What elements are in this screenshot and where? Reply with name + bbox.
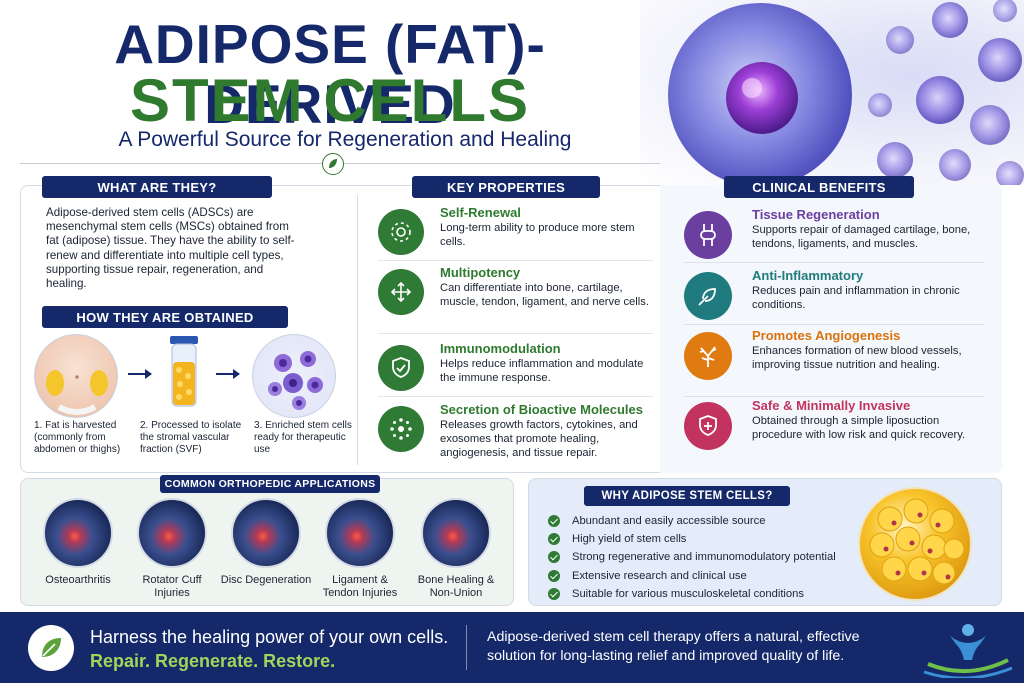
shoulder-image [137,498,207,568]
title-line-1: ADIPOSE (FAT)-DERIVED [114,13,546,135]
footer-slogan: Repair. Regenerate. Restore. [90,651,336,671]
benefit-text: Supports repair of damaged cartilage, bo… [752,224,971,250]
ankle-image [325,498,395,568]
row-divider [378,333,653,334]
stem-cell-illustration [640,0,1024,185]
what-text: Adipose-derived stem cells (ADSCs) are m… [46,206,295,291]
stem-cells-image [252,334,336,418]
application-label: Rotator Cuff Injuries [142,574,202,599]
property-secretion: Secretion of Bioactive Molecules Release… [378,402,658,460]
benefit-tissue-regeneration: Tissue Regeneration Supports repair of d… [684,207,994,265]
property-title: Secretion of Bioactive Molecules [440,402,644,417]
footer-tagline: Harness the healing power of your own ce… [90,627,449,647]
joint-icon [684,211,732,259]
application-label: Disc Degeneration [220,574,312,586]
vessel-icon [684,332,732,380]
benefit-title: Tissue Regeneration [752,207,880,222]
application-bone-healing: Bone Healing & Non-Union [410,498,502,600]
benefit-safe: Safe & Minimally Invasive Obtained throu… [684,398,994,456]
benefit-title: Promotes Angiogenesis [752,328,901,343]
property-self-renewal: Self-Renewal Long-term ability to produc… [378,205,658,263]
property-text: Releases growth factors, cytokines, and … [440,419,638,459]
property-multipotency: Multipotency Can differentiate into bone… [378,265,658,323]
application-rotator-cuff: Rotator Cuff Injuries [126,498,218,600]
knee-image [43,498,113,568]
fat-cells-image [858,487,972,601]
why-item: Suitable for various musculoskeletal con… [548,587,804,601]
shield-plus-icon [684,402,732,450]
check-icon [548,515,560,527]
application-label: Bone Healing & Non-Union [417,574,495,599]
branch-arrows-icon [378,269,424,315]
why-item: High yield of stem cells [548,532,686,546]
property-text: Long-term ability to produce more stem c… [440,222,635,248]
application-osteoarthritis: Osteoarthritis [32,498,124,587]
application-ligament: Ligament & Tendon Injuries [314,498,406,600]
title-line-2: STEM CELLS [129,67,530,134]
subtitle: A Powerful Source for Regeneration and H… [118,128,572,151]
spine-image [231,498,301,568]
row-divider [378,260,653,261]
leaf-hand-icon [684,272,732,320]
footer-text: Adipose-derived stem cell therapy offers… [487,629,860,664]
benefit-text: Reduces pain and inflammation in chronic… [752,285,960,311]
property-immunomodulation: Immunomodulation Helps reduce inflammati… [378,341,658,399]
bone-image [421,498,491,568]
leaf-logo-icon [28,625,74,671]
row-divider [378,396,653,397]
abdomen-image [34,334,118,418]
why-item: Abundant and easily accessible source [548,514,765,528]
leaf-icon [322,153,344,175]
properties-heading: KEY PROPERTIES [412,176,600,198]
arrow-icon [216,369,240,379]
test-tube-image [164,334,204,410]
person-logo-icon [920,620,1016,680]
property-text: Can differentiate into bone, cartilage, … [440,282,649,308]
what-heading: WHAT ARE THEY? [42,176,272,198]
application-disc: Disc Degeneration [220,498,312,587]
property-text: Helps reduce inflammation and modulate t… [440,358,644,384]
benefit-text: Enhances formation of new blood vessels,… [752,345,962,371]
applications-heading: COMMON ORTHOPEDIC APPLICATIONS [160,475,380,493]
property-title: Immunomodulation [440,341,561,356]
benefit-angiogenesis: Promotes Angiogenesis Enhances formation… [684,328,994,386]
footer-divider [466,625,467,670]
property-title: Multipotency [440,265,521,280]
cycle-icon [378,209,424,255]
benefit-title: Safe & Minimally Invasive [752,398,911,413]
check-icon [548,588,560,600]
step-3-label: 3. Enriched stem cells ready for therape… [254,420,352,455]
row-divider [684,396,984,397]
benefit-title: Anti-Inflammatory [752,268,864,283]
check-icon [548,570,560,582]
why-item: Extensive research and clinical use [548,569,747,583]
footer [0,612,1024,683]
molecules-icon [378,406,424,452]
arrow-icon [128,369,152,379]
step-1-label: 1. Fat is harvested (commonly from abdom… [34,420,121,455]
row-divider [684,324,984,325]
obtained-heading: HOW THEY ARE OBTAINED [42,306,288,328]
why-item: Strong regenerative and immunomodulatory… [548,550,836,564]
step-2-label: 2. Processed to isolate the stromal vasc… [140,420,242,455]
application-label: Osteoarthritis [45,574,111,586]
check-icon [548,551,560,563]
why-heading: WHY ADIPOSE STEM CELLS? [584,486,790,506]
row-divider [684,262,984,263]
benefit-anti-inflammatory: Anti-Inflammatory Reduces pain and infla… [684,268,994,326]
shield-check-icon [378,345,424,391]
benefit-text: Obtained through a simple liposuction pr… [752,415,966,441]
check-icon [548,533,560,545]
benefits-heading: CLINICAL BENEFITS [724,176,914,198]
column-divider [357,195,358,465]
property-title: Self-Renewal [440,205,521,220]
application-label: Ligament & Tendon Injuries [322,574,398,599]
